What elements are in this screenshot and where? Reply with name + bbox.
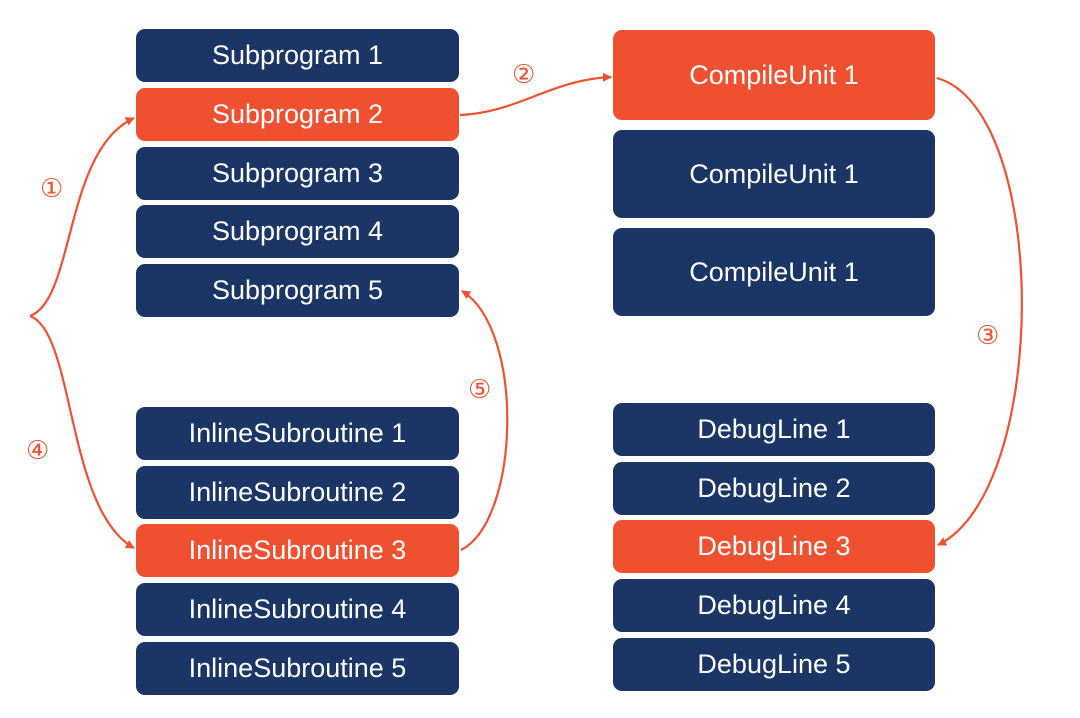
inline-subroutine-5-node: InlineSubroutine 5 <box>136 642 459 695</box>
arrow-step-3 <box>936 76 1023 546</box>
inline-subroutine-4-node: InlineSubroutine 4 <box>136 583 459 636</box>
arrow-step-2 <box>459 72 612 117</box>
debug-line-2-node: DebugLine 2 <box>613 462 935 515</box>
subprogram-2-node: Subprogram 2 <box>136 88 459 141</box>
subprogram-3-node: Subprogram 3 <box>136 147 459 200</box>
inline-subroutine-3-node: InlineSubroutine 3 <box>136 524 459 577</box>
debug-line-1-node: DebugLine 1 <box>613 403 935 456</box>
subprogram-1-node: Subprogram 1 <box>136 29 459 82</box>
step-3-label: ③ <box>976 321 1000 351</box>
step-2-label: ② <box>512 60 536 90</box>
arrow-step-4 <box>29 314 135 549</box>
arrow-step-5 <box>460 290 509 551</box>
debug-line-4-node: DebugLine 4 <box>613 579 935 632</box>
inline-subroutine-2-node: InlineSubroutine 2 <box>136 466 459 519</box>
arrow-step-1 <box>29 117 135 318</box>
debug-line-3-node: DebugLine 3 <box>613 520 935 573</box>
step-1-label: ① <box>40 174 64 204</box>
compile-unit-3-node: CompileUnit 1 <box>613 228 935 316</box>
subprogram-5-node: Subprogram 5 <box>136 264 459 317</box>
step-5-label: ⑤ <box>468 375 492 405</box>
inline-subroutine-1-node: InlineSubroutine 1 <box>136 407 459 460</box>
subprogram-4-node: Subprogram 4 <box>136 205 459 258</box>
step-4-label: ④ <box>26 436 50 466</box>
compile-unit-2-node: CompileUnit 1 <box>613 130 935 218</box>
debug-line-5-node: DebugLine 5 <box>613 638 935 691</box>
compile-unit-1-node: CompileUnit 1 <box>613 30 935 120</box>
